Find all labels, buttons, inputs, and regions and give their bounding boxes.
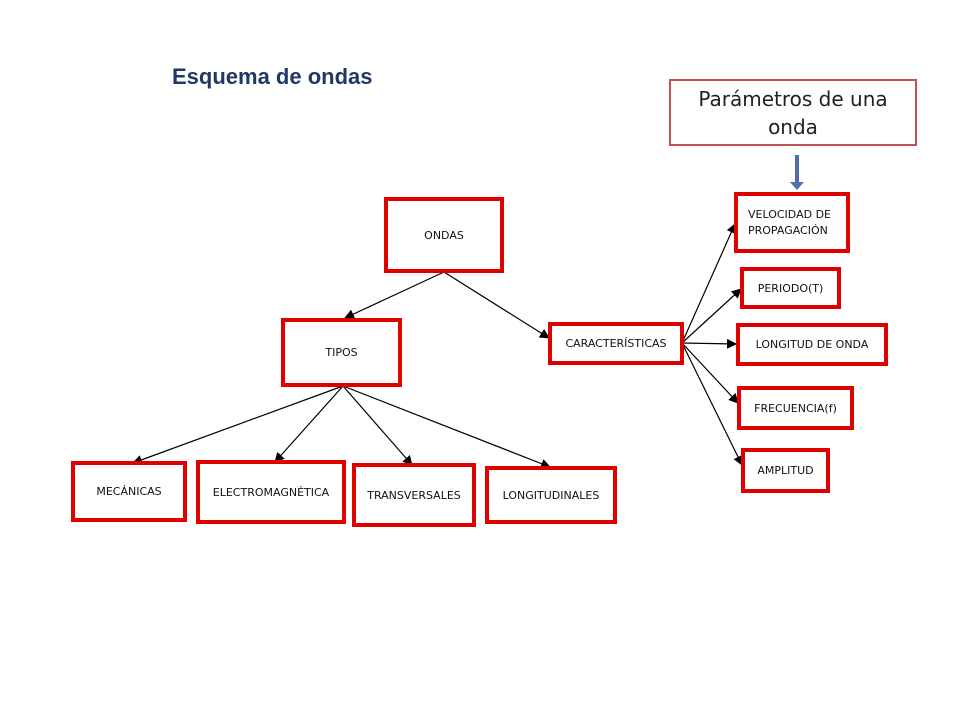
node-frecuencia: FRECUENCIA(f): [737, 386, 854, 430]
node-caracteristicas: CARACTERÍSTICAS: [548, 322, 684, 365]
node-ondas: ONDAS: [384, 197, 504, 273]
callout-arrow-shaft: [795, 155, 799, 182]
node-longitudinales: LONGITUDINALES: [485, 466, 617, 524]
node-transversales: TRANSVERSALES: [352, 463, 476, 527]
edge-tipos-mecanicas: [132, 385, 344, 465]
callout-box: Parámetros de una onda: [669, 79, 917, 146]
node-tipos: TIPOS: [281, 318, 402, 387]
edge-car-periodo: [681, 288, 742, 344]
node-periodo: PERIODO(T): [740, 267, 841, 309]
edge-tipos-transversales: [342, 385, 413, 466]
node-velocidad: VELOCIDAD DE PROPAGACIÓN: [734, 192, 850, 253]
edge-tipos-electromagnetica: [274, 385, 344, 463]
edge-car-frecuencia: [681, 342, 739, 404]
node-longitud-onda: LONGITUD DE ONDA: [736, 323, 888, 366]
edge-tipos-longitudinales: [342, 385, 551, 469]
node-amplitud: AMPLITUD: [741, 448, 830, 493]
edge-ondas-caracteristicas: [443, 271, 550, 339]
edge-car-longitud: [681, 338, 737, 349]
edge-car-velocidad: [681, 223, 736, 344]
node-electromagnetica: ELECTROMAGNÉTICA: [196, 460, 346, 524]
edge-car-amplitud: [681, 342, 743, 466]
node-mecanicas: MECÁNICAS: [71, 461, 187, 522]
edge-ondas-tipos: [344, 271, 445, 319]
node-velocidad-label: VELOCIDAD DE PROPAGACIÓN: [748, 207, 831, 237]
page-title: Esquema de ondas: [172, 64, 373, 89]
callout-arrow-head: [790, 182, 804, 190]
